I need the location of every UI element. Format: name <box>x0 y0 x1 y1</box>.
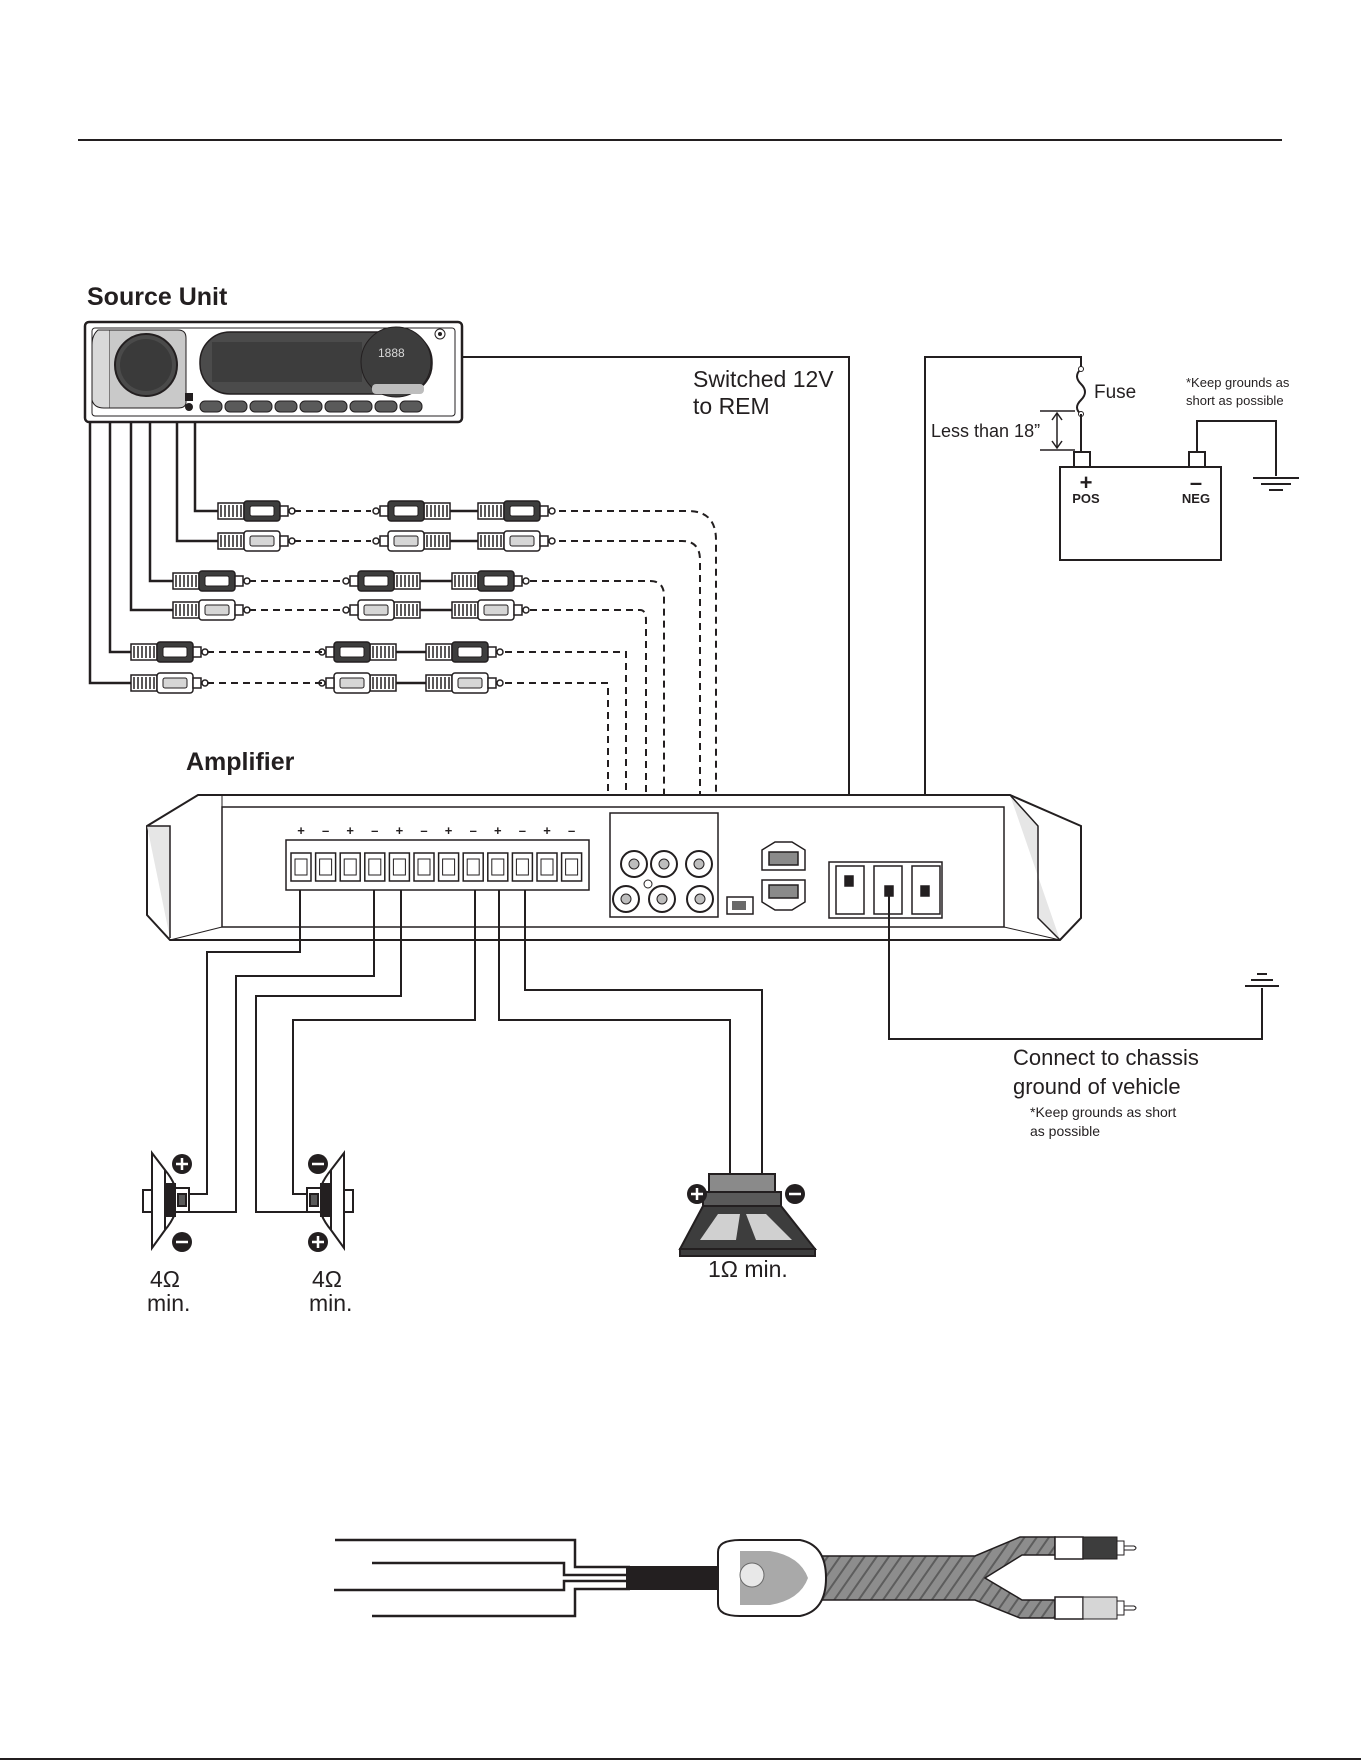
chassis-ground-symbol <box>1245 974 1279 986</box>
rca-plug <box>131 642 208 662</box>
rca-plug <box>373 501 450 521</box>
speaker-terminal <box>562 853 582 881</box>
speaker-terminal <box>439 853 459 881</box>
rca-plug <box>426 673 503 693</box>
rca-plug <box>478 501 555 521</box>
terminal-sign: – <box>420 823 427 838</box>
preset-buttons <box>200 401 422 412</box>
left-speaker-impedance: 4Ω <box>150 1266 180 1292</box>
battery-pos-label: POS <box>1072 491 1100 506</box>
speaker-terminal <box>389 853 409 881</box>
speaker-terminal <box>340 853 360 881</box>
rca-plug <box>478 531 555 551</box>
terminal-sign: + <box>445 823 453 838</box>
fuse-distance-label: Less than 18” <box>931 421 1040 441</box>
rca-plug <box>131 673 208 693</box>
speaker-terminal <box>488 853 508 881</box>
chassis-note-line1: *Keep grounds as short <box>1030 1104 1176 1120</box>
battery-neg-label: NEG <box>1182 491 1210 506</box>
terminal-sign: – <box>568 823 575 838</box>
rca-plug <box>343 600 420 620</box>
terminal-sign: + <box>346 823 354 838</box>
rca-cables <box>131 501 555 693</box>
rca-plug <box>173 571 250 591</box>
distance-marker <box>1040 411 1075 450</box>
right-speaker-min: min. <box>309 1290 352 1316</box>
fuse-label: Fuse <box>1094 382 1136 403</box>
remote-label-line2: to REM <box>693 393 770 419</box>
chassis-label-line1: Connect to chassis <box>1013 1045 1199 1070</box>
subwoofer-label: 1Ω min. <box>708 1256 788 1282</box>
left-speaker-min: min. <box>147 1290 190 1316</box>
terminal-sign: – <box>371 823 378 838</box>
battery-ground-note-line1: *Keep grounds as <box>1186 375 1290 390</box>
battery: + POS – NEG <box>1060 452 1221 560</box>
speaker-terminal <box>463 853 483 881</box>
fuse-symbol <box>1077 369 1085 414</box>
terminal-sign: – <box>519 823 526 838</box>
subwoofer-pos-icon <box>687 1184 707 1204</box>
chassis-note-line2: as possible <box>1030 1123 1100 1139</box>
rca-plug <box>426 642 503 662</box>
brand-logo-icon <box>740 1563 764 1587</box>
rca-plug <box>218 501 295 521</box>
rca-plug <box>452 600 529 620</box>
chassis-label-line2: ground of vehicle <box>1013 1074 1181 1099</box>
terminal-sign: + <box>543 823 551 838</box>
rca-plug <box>343 571 420 591</box>
speaker-terminal <box>365 853 385 881</box>
amplifier <box>147 795 1081 940</box>
speaker-terminal <box>291 853 311 881</box>
speaker-terminal <box>537 853 557 881</box>
speaker-terminal <box>512 853 532 881</box>
rca-plug <box>218 531 295 551</box>
rca-plug <box>319 673 396 693</box>
rca-plug <box>373 531 450 551</box>
terminal-sign: + <box>396 823 404 838</box>
speaker-terminal <box>316 853 336 881</box>
display-digits: 1888 <box>378 346 405 360</box>
right-speaker-neg-icon <box>308 1154 328 1174</box>
remote-label-line1: Switched 12V <box>693 366 834 392</box>
left-speaker-neg-icon <box>172 1232 192 1252</box>
terminal-sign: + <box>297 823 305 838</box>
y-adapter-cable <box>334 1537 1136 1619</box>
right-speaker-pos-icon <box>308 1232 328 1252</box>
terminal-sign: – <box>470 823 477 838</box>
rca-plug <box>173 600 250 620</box>
battery-ground-symbol <box>1253 478 1299 490</box>
signal-runs <box>207 511 716 826</box>
left-speaker-pos-icon <box>172 1154 192 1174</box>
right-speaker-impedance: 4Ω <box>312 1266 342 1292</box>
battery-ground-note-line2: short as possible <box>1186 393 1284 408</box>
speaker-terminal <box>414 853 434 881</box>
terminal-sign: + <box>494 823 502 838</box>
rca-plug <box>319 642 396 662</box>
source-unit-title: Source Unit <box>87 283 228 311</box>
rca-plug <box>452 571 529 591</box>
amplifier-title: Amplifier <box>186 748 295 776</box>
source-unit: 1888 <box>85 322 462 422</box>
terminal-sign: – <box>322 823 329 838</box>
subwoofer-neg-icon <box>785 1184 805 1204</box>
